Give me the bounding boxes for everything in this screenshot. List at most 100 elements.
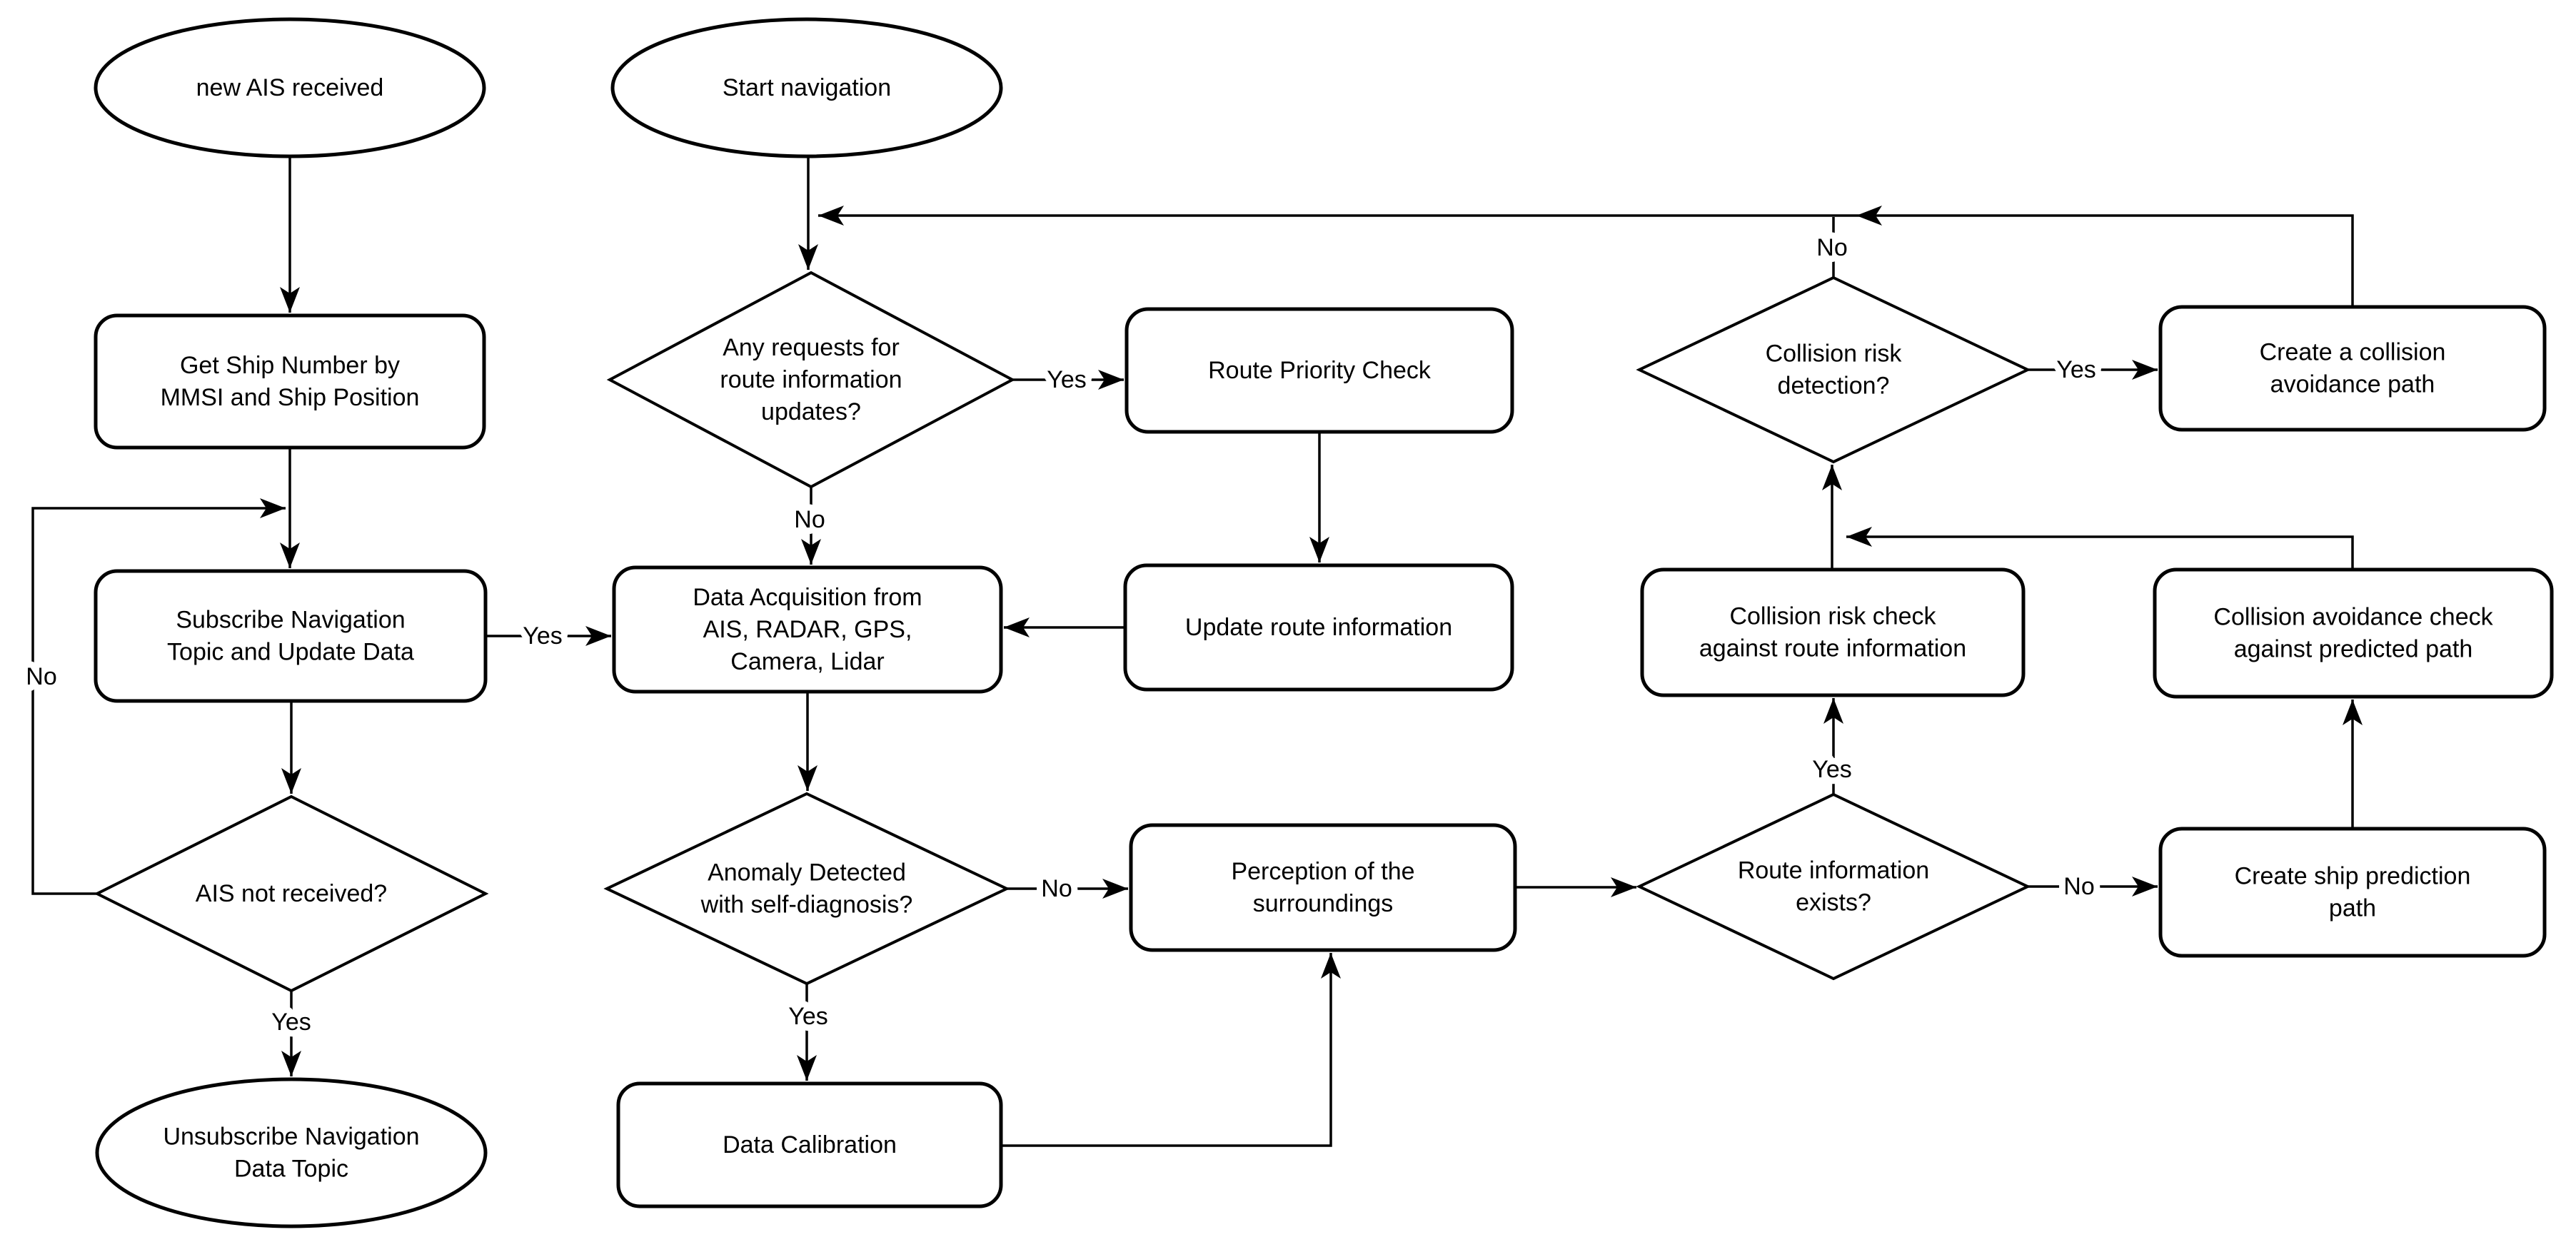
node-label-create-ship-prediction: Create ship prediction bbox=[2235, 863, 2471, 890]
edge-get-ship-to-subscribe bbox=[280, 448, 300, 568]
node-label-subscribe-navigation: Topic and Update Data bbox=[167, 639, 414, 666]
process-shape bbox=[612, 565, 1003, 694]
process-shape bbox=[2153, 567, 2554, 699]
node-label-get-ship-number: Get Ship Number by bbox=[180, 352, 400, 379]
arrow-head-icon bbox=[797, 1055, 817, 1081]
node-label-perception-surroundings: Perception of the bbox=[1231, 858, 1414, 885]
node-route-priority-check: Route Priority Check bbox=[1125, 307, 1514, 434]
edge-priority-to-update-route bbox=[1309, 432, 1329, 562]
process-shape bbox=[94, 569, 488, 703]
node-route-info-exists: Route information exists? bbox=[1636, 792, 2031, 981]
edge-label-ais-check-no-loop: No bbox=[26, 663, 56, 690]
node-label-route-info-exists: exists? bbox=[1796, 889, 1871, 917]
ellipse-shape bbox=[610, 17, 1003, 158]
node-label-collision-avoidance-check: Collision avoidance check bbox=[2213, 604, 2493, 631]
arrow-head-icon bbox=[280, 287, 300, 313]
arrow-head-icon bbox=[1004, 617, 1030, 637]
edge-route-exists-no-prediction: No bbox=[2028, 867, 2158, 907]
edge-line bbox=[1001, 953, 1332, 1147]
node-label-data-calibration: Data Calibration bbox=[723, 1131, 897, 1158]
node-label-data-acquisition: AIS, RADAR, GPS, bbox=[703, 616, 912, 643]
edge-any-requests-yes-priority: Yes bbox=[1012, 360, 1124, 400]
node-create-ship-prediction: Create ship prediction path bbox=[2158, 827, 2547, 958]
edge-prediction-to-avoid-check bbox=[2343, 700, 2363, 829]
ellipse-shape bbox=[94, 17, 486, 158]
edge-start-nav-to-any-requests bbox=[798, 156, 818, 270]
edge-label-ais-check-yes-unsubscribe: Yes bbox=[271, 1009, 311, 1036]
node-update-route-info: Update route information bbox=[1123, 563, 1514, 692]
edge-label-route-exists-yes-risk-check: Yes bbox=[1812, 756, 1851, 783]
edge-ais-check-no-loop: No bbox=[19, 498, 286, 895]
arrow-head-icon bbox=[280, 542, 300, 568]
arrow-head-icon bbox=[281, 1051, 301, 1076]
process-shape bbox=[94, 313, 486, 450]
edge-anomaly-no-perception: No bbox=[1007, 869, 1128, 909]
edge-create-path-feedback bbox=[818, 206, 2354, 307]
edge-subscribe-to-ais-check bbox=[281, 701, 301, 794]
node-label-collision-risk-detection: detection? bbox=[1778, 373, 1890, 400]
edge-anomaly-yes-calibration: Yes bbox=[782, 984, 835, 1081]
arrow-head-icon bbox=[818, 206, 844, 226]
arrow-head-icon bbox=[1822, 465, 1842, 490]
arrow-head-icon bbox=[281, 768, 301, 794]
node-label-new-ais-received: new AIS received bbox=[196, 74, 384, 101]
arrow-head-icon bbox=[1321, 953, 1341, 979]
node-label-create-ship-prediction: path bbox=[2329, 895, 2376, 922]
process-shape bbox=[616, 1081, 1003, 1208]
process-shape bbox=[2158, 827, 2547, 958]
process-shape bbox=[1123, 563, 1514, 692]
process-shape bbox=[1129, 823, 1517, 952]
edge-label-risk-detection-no-merge: No bbox=[1816, 234, 1847, 261]
edge-label-any-requests-no-data-acq: No bbox=[794, 506, 825, 533]
edge-risk-detection-no-merge: No bbox=[1810, 217, 1854, 278]
node-get-ship-number: Get Ship Number by MMSI and Ship Position bbox=[94, 313, 486, 450]
node-label-anomaly-detected: Anomaly Detected bbox=[708, 859, 906, 887]
node-label-create-collision-path: Create a collision bbox=[2260, 339, 2446, 366]
edge-label-route-exists-no-prediction: No bbox=[2063, 873, 2094, 900]
process-shape bbox=[1125, 307, 1514, 434]
node-label-unsubscribe-navigation: Unsubscribe Navigation bbox=[163, 1124, 419, 1151]
arrow-head-icon bbox=[801, 539, 821, 565]
arrow-head-icon bbox=[1102, 879, 1128, 899]
edge-new-ais-to-get-ship bbox=[280, 156, 300, 313]
edge-calibration-to-perception bbox=[1001, 953, 1341, 1147]
decision-shape bbox=[606, 271, 1016, 489]
node-collision-risk-detection: Collision risk detection? bbox=[1636, 276, 2031, 464]
node-label-start-navigation: Start navigation bbox=[723, 74, 891, 101]
edge-update-route-to-data-acq bbox=[1004, 617, 1125, 637]
arrow-head-icon bbox=[585, 626, 611, 646]
arrow-head-icon bbox=[2343, 700, 2363, 725]
node-create-collision-path: Create a collision avoidance path bbox=[2158, 305, 2547, 432]
node-label-route-priority-check: Route Priority Check bbox=[1208, 357, 1432, 384]
edge-ais-check-yes-unsubscribe: Yes bbox=[265, 991, 318, 1076]
edge-label-subscribe-yes-data-acq: Yes bbox=[523, 622, 562, 650]
node-label-route-info-exists: Route information bbox=[1738, 857, 1929, 884]
node-start-navigation: Start navigation bbox=[610, 17, 1003, 158]
edge-line bbox=[1846, 535, 2354, 570]
arrow-head-icon bbox=[798, 244, 818, 270]
arrow-head-icon bbox=[1611, 877, 1636, 897]
node-label-any-requests: updates? bbox=[761, 398, 861, 425]
edge-line bbox=[818, 214, 2354, 307]
node-label-unsubscribe-navigation: Data Topic bbox=[234, 1156, 348, 1183]
edge-label-any-requests-yes-priority: Yes bbox=[1047, 366, 1086, 393]
node-label-create-collision-path: avoidance path bbox=[2270, 371, 2435, 398]
process-shape bbox=[1640, 567, 2026, 697]
node-label-get-ship-number: MMSI and Ship Position bbox=[161, 384, 420, 411]
process-shape bbox=[2158, 305, 2547, 432]
node-label-data-acquisition: Data Acquisition from bbox=[693, 584, 922, 611]
node-label-collision-risk-detection: Collision risk bbox=[1766, 340, 1903, 368]
arrow-head-icon bbox=[260, 498, 286, 518]
arrow-head-icon bbox=[798, 765, 817, 791]
edge-label-anomaly-yes-calibration: Yes bbox=[788, 1003, 827, 1030]
arrow-head-icon bbox=[1856, 206, 1882, 226]
node-label-any-requests: Any requests for bbox=[723, 334, 900, 361]
